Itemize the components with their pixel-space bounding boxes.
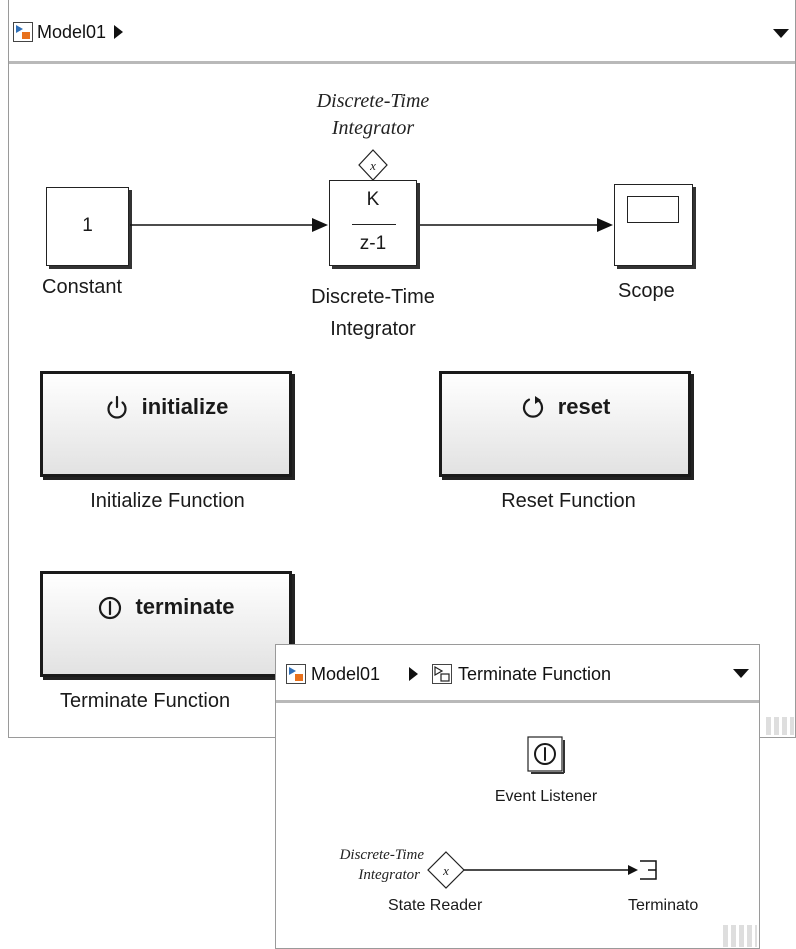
reset-arrow-icon bbox=[522, 396, 543, 418]
subsystem-icon[interactable] bbox=[432, 664, 452, 684]
arrowhead-icon bbox=[628, 865, 638, 875]
terminate-function-block[interactable]: terminate bbox=[40, 571, 292, 677]
scope-screen-icon bbox=[627, 196, 679, 223]
signal-lines bbox=[130, 218, 613, 232]
arrowhead-icon bbox=[312, 218, 328, 232]
initialize-title-text: initialize bbox=[141, 394, 229, 419]
svg-text:x: x bbox=[369, 158, 376, 173]
initialize-title: initialize bbox=[43, 394, 289, 421]
integrator-state-name-line1: Discrete-Time bbox=[316, 90, 430, 112]
initialize-function-label: Initialize Function bbox=[90, 490, 245, 512]
scope-block[interactable] bbox=[614, 184, 693, 266]
svg-text:x: x bbox=[442, 863, 449, 878]
state-reader-source-line1: Discrete-Time bbox=[339, 847, 424, 863]
scrollbar-gripper[interactable] bbox=[723, 925, 757, 947]
discrete-time-integrator-block[interactable]: K z-1 bbox=[329, 180, 417, 266]
constant-value: 1 bbox=[82, 215, 93, 236]
sub-breadcrumb-model[interactable]: Model01 bbox=[311, 664, 381, 684]
model-icon[interactable] bbox=[286, 664, 306, 684]
terminate-function-window: Model01 Terminate Function Event Listene… bbox=[275, 644, 760, 949]
breadcrumb-bar: Model01 bbox=[9, 0, 795, 64]
state-reader-label: State Reader bbox=[388, 897, 483, 914]
chevron-down-icon[interactable] bbox=[773, 29, 789, 38]
scrollbar-gripper[interactable] bbox=[766, 717, 794, 735]
terminator-block bbox=[640, 860, 657, 880]
fraction-bar bbox=[352, 224, 396, 225]
reset-function-block[interactable]: reset bbox=[439, 371, 691, 477]
terminate-title-text: terminate bbox=[135, 594, 235, 619]
constant-label: Constant bbox=[42, 276, 123, 298]
scope-label: Scope bbox=[618, 280, 675, 302]
constant-block[interactable]: 1 bbox=[46, 187, 129, 266]
integrator-label-line2: Integrator bbox=[330, 318, 416, 340]
sub-breadcrumb-bar: Model01 Terminate Function bbox=[276, 645, 759, 703]
event-listener-label: Event Listener bbox=[494, 788, 598, 805]
state-reader-block bbox=[427, 851, 465, 889]
terminate-icon bbox=[99, 597, 122, 620]
integrator-denominator: z-1 bbox=[359, 233, 387, 254]
breadcrumb-arrow-icon[interactable] bbox=[114, 25, 123, 39]
integrator-numerator: K bbox=[366, 189, 380, 210]
breadcrumb-model[interactable]: Model01 bbox=[37, 22, 107, 42]
chevron-down-icon[interactable] bbox=[733, 669, 749, 678]
arrowhead-icon bbox=[597, 218, 613, 232]
terminator-label: Terminato bbox=[628, 897, 699, 914]
integrator-label-line1: Discrete-Time bbox=[311, 286, 435, 308]
integrator-state-name-line2: Integrator bbox=[331, 117, 415, 139]
reset-title: reset bbox=[442, 394, 688, 421]
model-icon[interactable] bbox=[13, 22, 33, 42]
state-reader-source-line2: Integrator bbox=[358, 867, 420, 883]
event-listener-block[interactable] bbox=[527, 736, 565, 774]
state-reader-diagram: x bbox=[427, 851, 657, 889]
power-icon bbox=[107, 396, 127, 419]
reset-title-text: reset bbox=[557, 394, 611, 419]
terminate-function-label: Terminate Function bbox=[60, 690, 231, 712]
reset-function-label: Reset Function bbox=[501, 490, 636, 512]
initialize-function-block[interactable]: initialize bbox=[40, 371, 292, 477]
breadcrumb-arrow-icon[interactable] bbox=[409, 667, 418, 681]
terminate-title: terminate bbox=[43, 594, 289, 621]
sub-breadcrumb-subsystem[interactable]: Terminate Function bbox=[458, 664, 612, 684]
